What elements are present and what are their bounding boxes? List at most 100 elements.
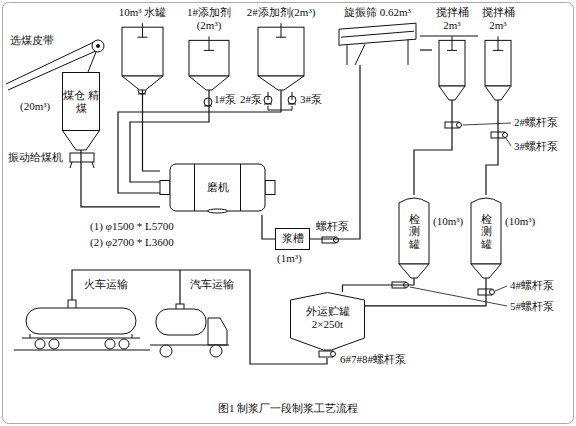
additive-tank-part xyxy=(276,37,286,38)
node-label: 旋振筛 0.62m³ xyxy=(344,6,411,19)
node-label: 浆槽 xyxy=(282,232,304,245)
test-tank: 检测罐 xyxy=(398,195,430,278)
part-label: 2#泵 xyxy=(240,93,262,106)
test-tank: 检测罐 xyxy=(470,195,502,278)
stirring-tank: 搅拌桶 2m³ xyxy=(432,6,472,100)
coal-bin-part xyxy=(63,73,100,131)
pipe-line xyxy=(343,278,415,292)
additive-tank-part xyxy=(281,23,282,37)
stirring-tank-part xyxy=(452,36,453,50)
vibrating-screen-part xyxy=(341,31,414,37)
part-label: (2) φ2700 * L3600 xyxy=(90,236,174,249)
vibrating-screen-part xyxy=(355,44,365,65)
node-text-block: 煤仓 精煤 xyxy=(62,89,100,115)
storage-tank: 外运贮罐 2×250t xyxy=(290,292,365,350)
test-tank-part xyxy=(471,264,501,278)
node-label: 外运贮罐 2×250t xyxy=(290,305,365,331)
additive-tank-part xyxy=(258,76,304,90)
pipe-line xyxy=(420,49,432,50)
additive-tank-part xyxy=(189,76,229,90)
part-label: 3#螺杆泵 xyxy=(514,140,558,153)
node-text-block: 浆槽 xyxy=(282,232,304,245)
test-tank-part xyxy=(399,264,429,278)
node-label: 煤仓 精煤 xyxy=(62,89,100,115)
tank-truck xyxy=(150,304,229,357)
ball-mill-part xyxy=(194,164,195,211)
pipe-line xyxy=(420,35,478,36)
node-label: 2#添加剂(2m³) xyxy=(247,6,316,19)
ball-mill-part xyxy=(265,181,275,195)
frame xyxy=(3,3,574,424)
pipe-line xyxy=(310,65,360,239)
additive-tank-outline xyxy=(178,6,240,90)
vibrating-screen-part xyxy=(408,39,409,65)
part-label: 选煤皮带 xyxy=(10,34,54,47)
test-tank-part xyxy=(471,198,501,264)
part-label: 1#泵 xyxy=(214,93,236,106)
node-text-block: 旋振筛 0.62m³ xyxy=(344,6,411,19)
node-label: 检测罐 xyxy=(409,213,420,249)
part-label: (10m³) xyxy=(505,215,535,228)
node-label: 检测罐 xyxy=(481,213,492,249)
part-label: 振动给煤机 xyxy=(8,151,63,164)
pump-stubs xyxy=(268,92,292,110)
stirring-tank-part xyxy=(447,50,457,51)
pipe-line xyxy=(486,100,498,195)
vibrating-feeder xyxy=(70,153,94,168)
part-label: (20m³) xyxy=(20,100,50,113)
additive-tank-part xyxy=(204,50,214,51)
pipe-line xyxy=(365,278,486,306)
ball-mill-part xyxy=(240,164,241,211)
screw-pump-symbol xyxy=(491,132,508,138)
water-tank-part xyxy=(138,37,148,38)
slurry-tank: 浆槽 xyxy=(275,228,310,250)
stirring-tank: 搅拌桶 2m³ xyxy=(478,6,518,100)
additive-tank-part xyxy=(209,36,210,50)
node-label: 搅拌桶 2m³ xyxy=(478,6,518,32)
water-tank-part xyxy=(122,76,163,90)
stirring-tank-part xyxy=(498,36,499,50)
node-text-block: 1#添加剂(2m³) xyxy=(178,6,240,32)
stirring-tank-part xyxy=(485,86,511,100)
part-label: 3#泵 xyxy=(300,93,322,106)
storage-tank-part xyxy=(291,293,365,351)
ball-mill-part xyxy=(208,209,228,213)
part-label: 6#7#8#螺杆泵 xyxy=(340,353,406,366)
pipe-line xyxy=(81,150,160,207)
node-text-block: 磨机 xyxy=(207,181,229,194)
test-tank-part xyxy=(399,198,429,264)
screw-pump-symbol xyxy=(322,237,339,243)
node-label: 10m³ 水罐 xyxy=(119,6,167,19)
screw-pump-symbol xyxy=(445,122,462,128)
ball-mill-part xyxy=(170,164,265,211)
node-text-block: 搅拌桶 2m³ xyxy=(432,6,472,32)
part-label: (1m³) xyxy=(277,252,302,265)
ball-mill-part xyxy=(160,181,170,195)
rail-tank-car xyxy=(14,300,150,350)
vibrating-screen-part xyxy=(347,45,348,65)
ball-mill: 磨机 xyxy=(160,160,275,215)
figure-caption: 图1 制浆厂一段制浆工艺流程 xyxy=(0,401,576,416)
slurry-tank-part xyxy=(276,229,310,250)
additive-tank: 2#添加剂(2m³) xyxy=(245,6,317,90)
part-label: 螺杆泵 xyxy=(316,220,349,233)
stirring-tank-part xyxy=(493,50,503,51)
additive-tank: 1#添加剂(2m³) xyxy=(178,6,240,90)
stirring-tank-part xyxy=(439,86,465,100)
part-label: 汽车运输 xyxy=(190,278,234,291)
node-text-block: 10m³ 水罐 xyxy=(119,6,167,19)
part-label: (10m³) xyxy=(433,215,463,228)
pipe-line xyxy=(262,215,275,239)
coal-bin: 煤仓 精煤 xyxy=(62,72,100,150)
node-text-block: 外运贮罐 2×250t xyxy=(290,305,365,331)
node-text-block: 搅拌桶 2m³ xyxy=(478,6,518,32)
pump-symbols xyxy=(138,86,508,357)
node-label: 磨机 xyxy=(207,181,229,194)
part-label: 4#螺杆泵 xyxy=(510,279,554,292)
part-label: (1) φ1500 * L5700 xyxy=(90,220,174,233)
node-label: 1#添加剂(2m³) xyxy=(178,6,240,32)
water-tank-outline xyxy=(110,6,175,90)
water-tank: 10m³ 水罐 xyxy=(110,6,175,90)
pump-symbol xyxy=(204,98,212,106)
coal-bin-part xyxy=(63,131,100,151)
